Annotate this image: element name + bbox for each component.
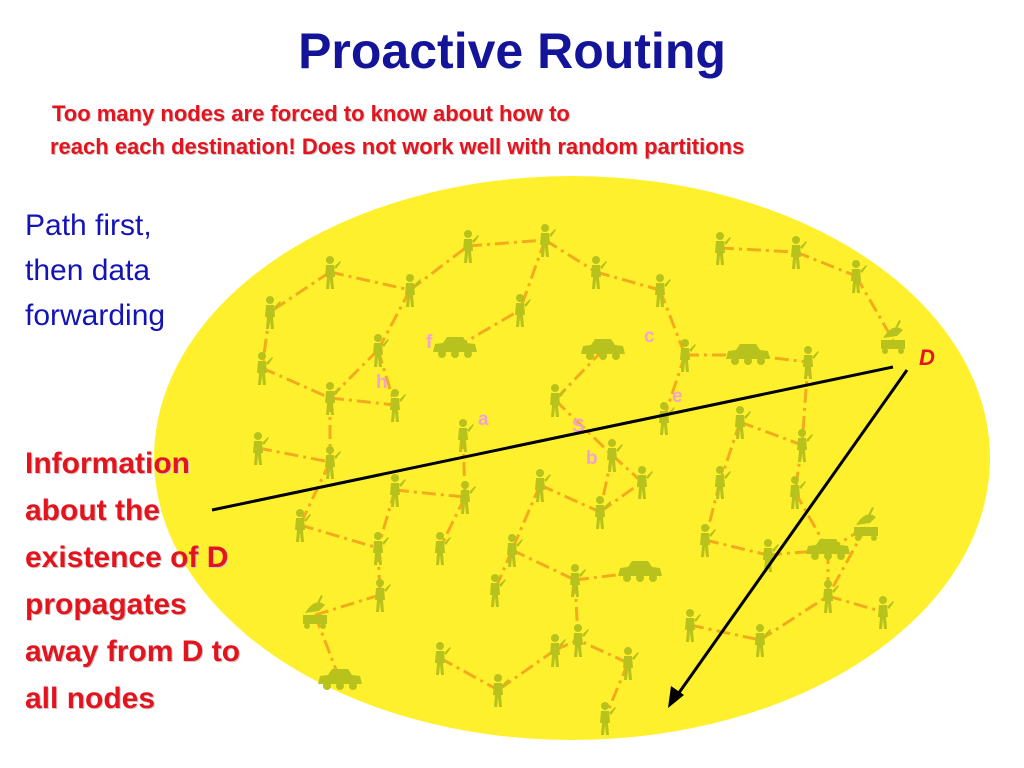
radio-link-icon	[544, 238, 597, 274]
radio-link-icon	[329, 396, 396, 407]
node-label-e: e	[672, 386, 683, 407]
radio-link-icon	[827, 594, 884, 614]
propagation-lines	[211, 365, 909, 698]
left-red-line: all nodes	[25, 682, 156, 715]
destination-label: D	[919, 345, 935, 370]
subtitle: Too many nodes are forced to know about …	[50, 97, 745, 163]
radio-link-icon	[510, 484, 542, 551]
radio-link-icon	[329, 270, 411, 292]
radio-link-icon	[467, 238, 546, 248]
left-blue-line: then data	[25, 254, 151, 287]
radio-link-icon	[299, 523, 379, 550]
radio-link-icon	[257, 446, 331, 464]
radio-link-icon	[298, 461, 332, 526]
radio-link-icon	[439, 656, 499, 692]
radio-link-icon	[438, 496, 467, 549]
radio-link-icon	[261, 366, 331, 400]
radio-link-icon	[376, 289, 412, 351]
radio-link-icon	[518, 239, 547, 311]
left-red-line: about the	[25, 494, 160, 527]
radio-link-icon	[610, 453, 644, 484]
radio-link-icon	[795, 250, 857, 278]
network-field	[154, 176, 990, 740]
left-red-line: away from D to	[25, 635, 241, 668]
radio-link-icon	[689, 623, 761, 642]
radio-link-icon	[314, 593, 381, 617]
left-red-line: existence of D	[25, 541, 229, 574]
radio-link-icon	[394, 488, 466, 499]
radio-link-icon	[497, 648, 556, 692]
left-blue-line: forwarding	[25, 299, 166, 332]
page-title: Proactive Routing	[298, 23, 726, 79]
left-red-line: propagates	[25, 588, 187, 621]
propagation-line-down	[674, 369, 909, 698]
radio-link-icon	[269, 270, 331, 314]
propagation-line-left	[211, 365, 894, 512]
arrowhead-icon	[668, 686, 684, 708]
radio-link-icon	[854, 275, 895, 341]
radio-link-icon	[511, 548, 576, 582]
radio-link-icon	[553, 398, 614, 457]
radio-link-icon	[409, 244, 469, 292]
subtitle-line: reach each destination! Does not work we…	[50, 134, 745, 159]
left-blue-line: Path first,	[25, 209, 152, 242]
radio-link-icon	[719, 246, 797, 254]
radio-link-icon	[739, 420, 803, 447]
radio-link-icon	[595, 270, 661, 292]
radio-link-icon	[704, 538, 769, 557]
left-red-text: Information about the existence of D pro…	[25, 440, 240, 722]
radio-link-icon	[603, 662, 630, 719]
radio-link-icon	[759, 594, 829, 642]
node-label-h: h	[376, 372, 388, 393]
left-blue-text: Path first, then data forwarding	[25, 203, 165, 338]
node-label-a: a	[478, 409, 489, 430]
left-red-line: Information	[25, 447, 190, 480]
node-label-b: b	[586, 448, 598, 469]
node-label-c: c	[644, 326, 655, 347]
subtitle-line: Too many nodes are forced to know about …	[52, 101, 570, 126]
radio-link-icon	[658, 289, 687, 356]
radio-link-icon	[577, 638, 629, 665]
radio-link-icon	[539, 483, 601, 514]
node-label-f: f	[426, 332, 433, 353]
